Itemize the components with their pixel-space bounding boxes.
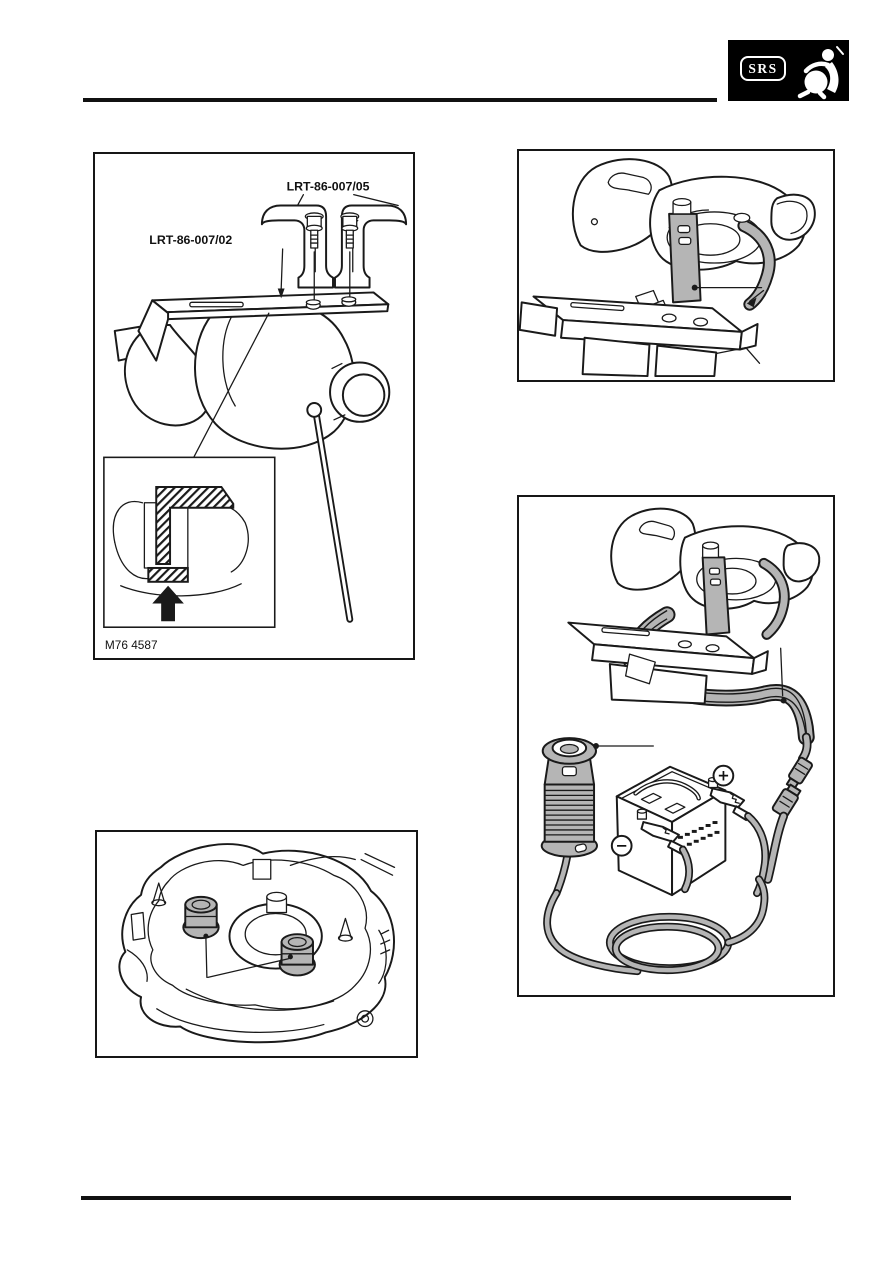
positive-terminal-badge: +	[712, 764, 735, 787]
leader-line	[593, 743, 654, 749]
squib-connector-right	[278, 933, 316, 977]
up-arrow	[152, 585, 184, 622]
cable-coil	[543, 875, 769, 976]
retaining-straps	[701, 541, 790, 640]
hatched-bracket-section	[155, 485, 235, 565]
bench-vise	[113, 310, 391, 623]
figure-special-tools-in-vise: LRT-86-007/05 LRT-86-007/02 M7	[93, 152, 415, 660]
svg-text:−: −	[615, 838, 627, 855]
fixing-bolt	[304, 212, 324, 300]
figure-deployment-hookup: + −	[517, 495, 835, 997]
squib-connector-left	[182, 895, 220, 940]
mounting-plate-tool	[137, 291, 390, 362]
detail-inset	[103, 456, 276, 629]
fixing-bolt	[340, 212, 360, 298]
leader-line	[296, 194, 399, 207]
bracket-tool-label: LRT-86-007/05	[287, 180, 370, 194]
figure-module-connectors	[95, 830, 418, 1058]
airbag-occupant-icon	[797, 46, 844, 100]
detail-callout-line	[193, 312, 270, 458]
leader-arrow	[277, 248, 285, 299]
figure-module-on-fixture	[517, 149, 835, 382]
fixture-plate	[532, 295, 759, 351]
svg-text:+: +	[717, 768, 729, 785]
header-rule	[83, 98, 717, 102]
figure-caption: M76 4587	[105, 638, 158, 652]
footer-rule	[81, 1196, 791, 1200]
leader-line	[780, 647, 787, 704]
plate-tool-label: LRT-86-007/02	[149, 233, 232, 247]
plate-bolt	[305, 299, 321, 310]
plate-bolt	[341, 296, 357, 307]
inline-connectors	[763, 732, 813, 884]
bench-vise	[519, 301, 761, 378]
battery: + −	[610, 764, 735, 897]
retaining-straps	[668, 198, 776, 311]
leader-line	[691, 284, 765, 308]
battery-clamp-negative	[640, 821, 694, 894]
leader-line	[203, 933, 293, 979]
negative-terminal-badge: −	[610, 834, 633, 857]
remote-switch	[540, 737, 654, 898]
airbag-module-underside	[118, 843, 396, 1044]
srs-badge: SRS	[728, 40, 849, 101]
srs-label: SRS	[748, 61, 777, 76]
srs-label-outline	[740, 56, 786, 81]
fixture-plate	[567, 621, 769, 705]
